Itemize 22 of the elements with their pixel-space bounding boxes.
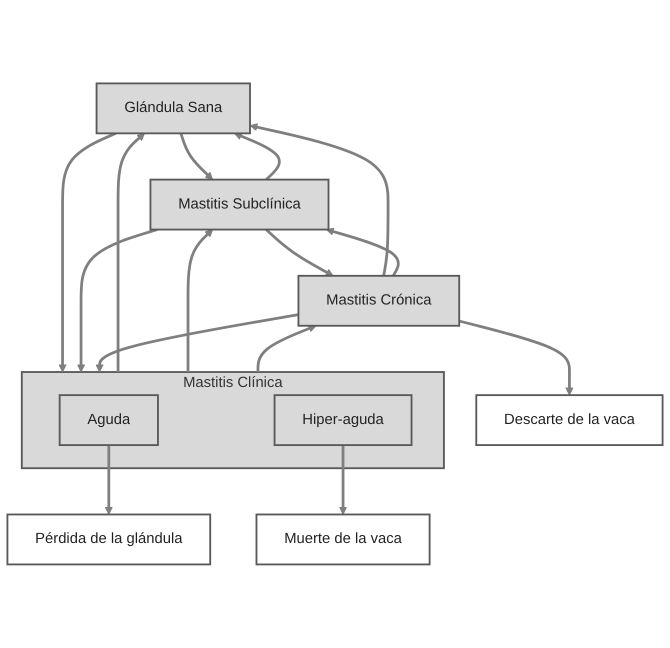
node-box: Aguda (58, 394, 159, 446)
arrow (338, 445, 348, 515)
node-box: Pérdida de la glándula (6, 514, 212, 566)
arrow (265, 228, 334, 276)
node-box: Descarte de la vaca (475, 394, 664, 446)
node-box: Mastitis Subclínica (150, 178, 330, 231)
arrow (77, 228, 158, 372)
arrow (186, 229, 214, 372)
node-box: Mastitis Crónica (298, 274, 460, 327)
arrow (58, 132, 116, 372)
arrow (326, 228, 400, 277)
arrow (180, 133, 214, 180)
node-box: Glándula Sana (96, 82, 251, 134)
arrow (96, 313, 299, 372)
node-box: Hiper-aguda (274, 394, 412, 446)
arrow (116, 133, 145, 372)
node-box: Muerte de la vaca (256, 514, 431, 566)
arrow (458, 320, 574, 396)
arrow (256, 324, 316, 372)
arrow (250, 123, 390, 276)
arrow (234, 132, 281, 181)
arrow (104, 445, 113, 515)
